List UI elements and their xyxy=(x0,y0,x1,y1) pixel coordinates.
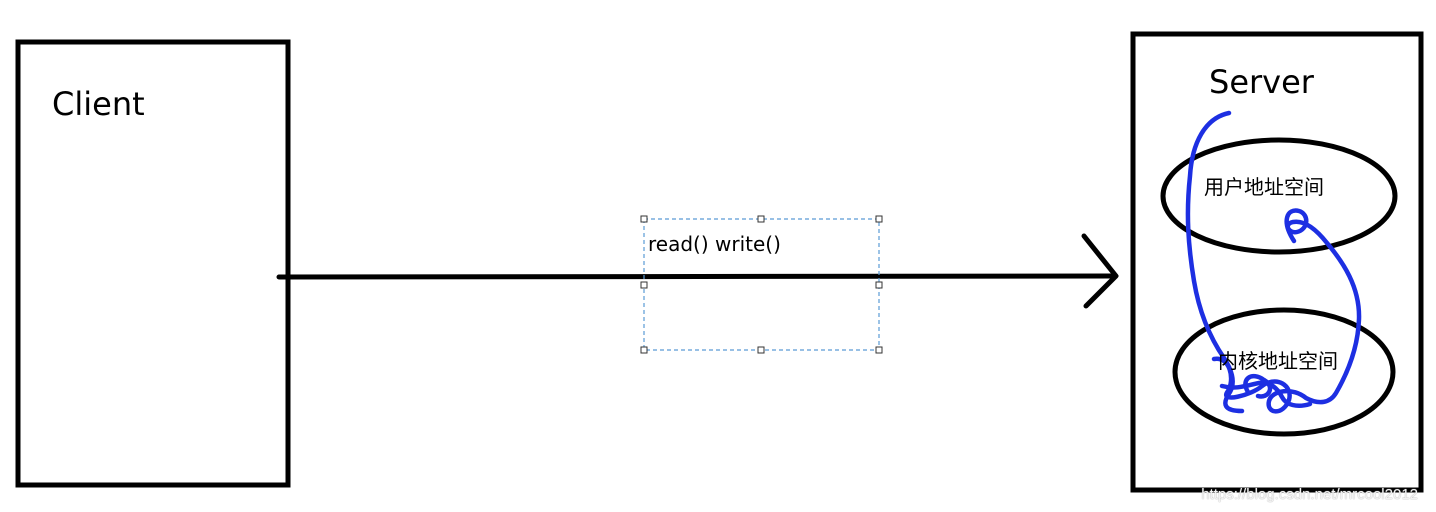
kernel-space-label: 内核地址空间 xyxy=(1218,349,1338,373)
handle-top-middle[interactable] xyxy=(757,215,765,223)
handle-top-left[interactable] xyxy=(640,215,648,223)
kernel-space-ellipse xyxy=(1172,307,1396,437)
watermark-text: https://blog.csdn.net/mrcool2012 xyxy=(1201,486,1418,503)
arrow-head xyxy=(1081,233,1119,309)
user-space-label: 用户地址空间 xyxy=(1204,175,1324,199)
server-label: Server xyxy=(1209,63,1314,101)
blue-annotation-scribble xyxy=(1185,110,1362,414)
handle-bottom-middle[interactable] xyxy=(757,346,765,354)
connection-line xyxy=(276,273,1117,280)
handle-top-right[interactable] xyxy=(875,215,883,223)
connection-label[interactable]: read() write() xyxy=(648,232,781,256)
client-box xyxy=(15,39,291,488)
selection-handles[interactable] xyxy=(640,215,883,354)
handle-middle-left[interactable] xyxy=(640,281,648,289)
user-space-ellipse xyxy=(1160,137,1398,255)
handle-bottom-right[interactable] xyxy=(875,346,883,354)
handle-bottom-left[interactable] xyxy=(640,346,648,354)
server-box xyxy=(1130,31,1424,493)
handle-middle-right[interactable] xyxy=(875,281,883,289)
client-label: Client xyxy=(52,85,145,123)
